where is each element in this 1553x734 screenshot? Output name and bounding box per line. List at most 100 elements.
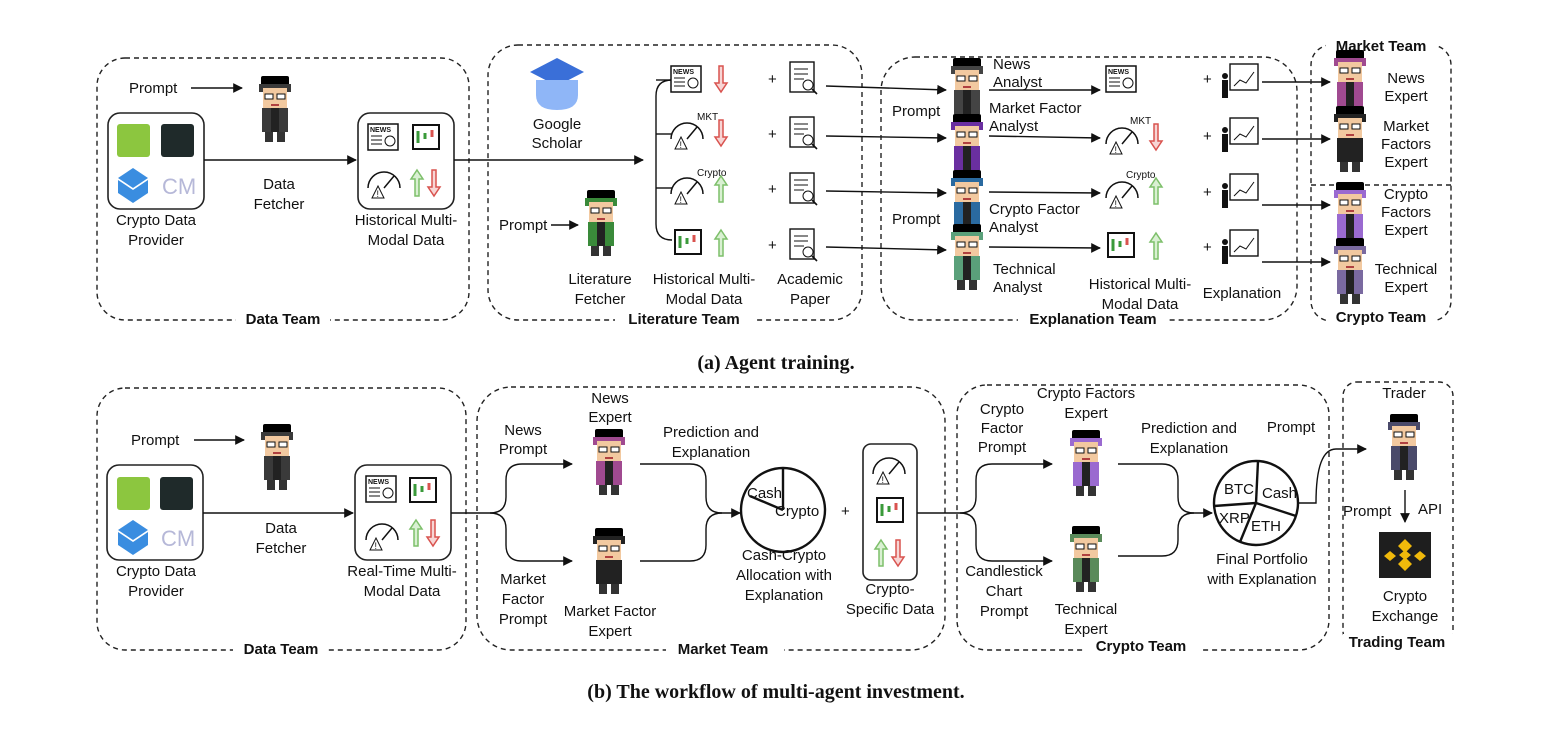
b-prompt-trader: Prompt (1267, 419, 1316, 436)
a-tech-expert-label-2: Expert (1384, 279, 1428, 296)
provider-logo-cm: CM (162, 174, 196, 199)
b-tech-expert-label-1: Technical (1055, 601, 1118, 618)
gauge-icon (670, 177, 704, 206)
news-icon (365, 475, 397, 503)
presentation-icon (1221, 117, 1259, 153)
a-crypto-team-label: Crypto Team (1336, 309, 1427, 326)
pie-slice-eth: ETH (1251, 518, 1281, 535)
a-prompt-1: Prompt (129, 80, 178, 97)
b-candle-prompt-2: Chart (986, 583, 1024, 600)
b-trading-team-box (1342, 381, 1454, 646)
b-trading-team-label: Trading Team (1349, 634, 1445, 651)
mkt-tag: MKT (697, 112, 718, 123)
a-paper-label-1: Academic (777, 271, 843, 288)
mkt-tag: MKT (1130, 116, 1151, 127)
b-final-1: Final Portfolio (1216, 551, 1308, 568)
b-market-factor-expert-avatar (592, 527, 626, 595)
a-mf-expert-label-2: Factors (1381, 136, 1431, 153)
up-arrow-icon (1149, 177, 1163, 205)
a-literature-team-box (487, 44, 863, 321)
chart-icon (673, 228, 703, 256)
b-cf-prompt-3: Prompt (978, 439, 1027, 456)
b-cf-expert-label-1: Crypto Factors (1037, 385, 1135, 402)
provider-logo-dark (160, 477, 193, 510)
pie-slice-btc: BTC (1224, 481, 1254, 498)
b-prompt-1: Prompt (131, 432, 180, 449)
up-arrow-icon (714, 229, 728, 257)
provider-logo-green (117, 477, 150, 510)
mf-analyst-label-2: Analyst (989, 118, 1039, 135)
a-mf-expert-label-3: Expert (1384, 154, 1428, 171)
a-hist2-label-1: Historical Multi- (653, 271, 756, 288)
b-alloc-2: Allocation with (736, 567, 832, 584)
cf-analyst-label-1: Crypto Factor (989, 201, 1080, 218)
b-exchange-label-2: Exchange (1372, 608, 1439, 625)
pie-slice-cash: Cash (1262, 485, 1297, 502)
b-data-team-box (96, 387, 467, 651)
cf-analyst-label-2: Analyst (989, 219, 1039, 236)
a-hist3-label-2: Modal Data (1102, 296, 1179, 313)
b-news-prompt-1: News (504, 422, 542, 439)
b-crypto-team-label: Crypto Team (1096, 638, 1187, 655)
plus-sign: + (1203, 184, 1212, 201)
plus-sign: + (768, 237, 777, 254)
caption-a: (a) Agent training. (697, 352, 854, 374)
b-mf-expert-label-1: Market Factor (564, 603, 657, 620)
b-mf-prompt-3: Prompt (499, 611, 548, 628)
b-pred-expl2-1: Prediction and (1141, 420, 1237, 437)
b-final-2: with Explanation (1206, 571, 1316, 588)
lit-fetcher-label-2: Fetcher (575, 291, 626, 308)
plus-sign: + (1203, 71, 1212, 88)
portfolio-pie: BTC Cash XRP ETH (1212, 459, 1300, 547)
crypto-tag: Crypto (1126, 170, 1156, 181)
chart-icon (411, 123, 441, 151)
news-analyst-label-1: News (993, 56, 1031, 73)
a-fetcher-label-2: Fetcher (254, 196, 305, 213)
b-trader-label: Trader (1382, 385, 1426, 402)
crypto-tag: Crypto (697, 168, 727, 179)
b-mf-prompt-2: Factor (502, 591, 545, 608)
gauge-icon (670, 122, 704, 151)
b-data-fetcher-avatar (260, 423, 294, 491)
b-mf-prompt-1: Market (500, 571, 547, 588)
b-api-label: API (1418, 501, 1442, 518)
plus-sign: + (1203, 128, 1212, 145)
b-technical-expert-avatar (1069, 525, 1103, 593)
paper-icon (789, 116, 818, 150)
b-pred-expl2-2: Explanation (1150, 440, 1228, 457)
b-crypto-factors-expert-avatar (1069, 429, 1103, 497)
market-factors-expert-avatar (1333, 105, 1367, 173)
b-news-expert-avatar (592, 428, 626, 496)
a-prompt-3: Prompt (892, 103, 941, 120)
up-arrow-icon (714, 175, 728, 203)
technical-expert-avatar (1333, 237, 1367, 305)
down-arrow-icon (1149, 123, 1163, 151)
a-expert-box (1310, 44, 1452, 322)
paper-icon (789, 61, 818, 95)
gauge-icon (1105, 127, 1139, 156)
a-hist3-label-1: Historical Multi- (1089, 276, 1192, 293)
b-pred-expl-2: Explanation (672, 444, 750, 461)
b-pred-expl-1: Prediction and (663, 424, 759, 441)
b-news-prompt-2: Prompt (499, 441, 548, 458)
a-cf-expert-label-2: Factors (1381, 204, 1431, 221)
a-prompt-2: Prompt (499, 217, 548, 234)
a-cf-expert-label-3: Expert (1384, 222, 1428, 239)
provider-logo-dark (161, 124, 194, 157)
b-market-team-label: Market Team (678, 641, 769, 658)
section-a: Data Team Prompt CM Crypto Data Provider… (96, 37, 1452, 374)
paper-icon (789, 228, 818, 262)
plus-sign: + (1203, 239, 1212, 256)
a-cf-expert-label-1: Crypto (1384, 186, 1428, 203)
a-explanation-team-label: Explanation Team (1029, 311, 1156, 328)
b-alloc-3: Explanation (745, 587, 823, 604)
chart-icon (408, 476, 438, 504)
a-provider-label-1: Crypto Data (116, 212, 197, 229)
b-crypto-specific-2: Specific Data (846, 601, 935, 618)
google-scholar-icon (530, 58, 584, 86)
b-mf-expert-label-2: Expert (588, 623, 632, 640)
a-paper-label-2: Paper (790, 291, 830, 308)
b-prompt-api: Prompt (1343, 503, 1392, 520)
presentation-icon (1221, 229, 1259, 265)
b-news-expert-label-2: Expert (588, 409, 632, 426)
